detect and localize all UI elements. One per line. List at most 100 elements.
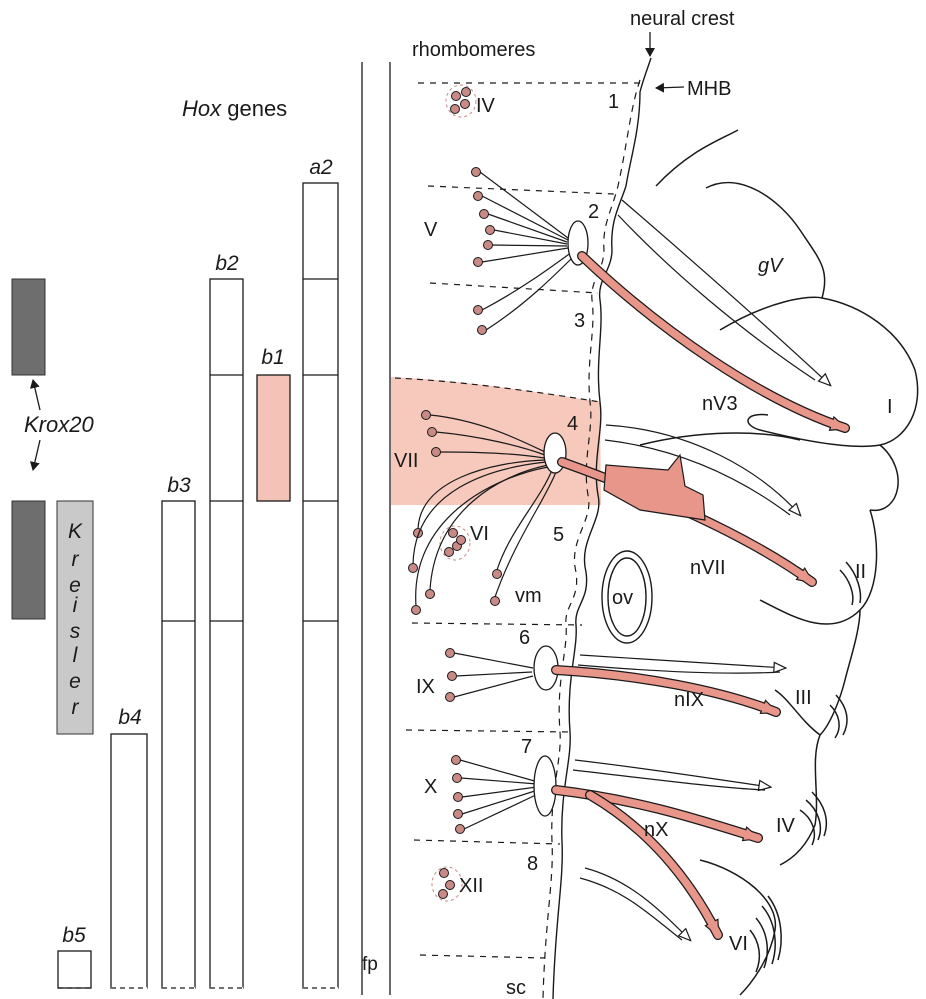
nucleus-label-ix: IX	[416, 676, 435, 698]
gene-label-b2: b2	[215, 252, 239, 275]
neuron-dot	[472, 168, 481, 177]
rhombomere-number-6: 6	[519, 627, 530, 649]
neuron-dot	[428, 428, 437, 437]
krox20-arrow-down	[33, 440, 40, 470]
hox-b4-bar	[111, 734, 147, 988]
neuron-dot	[493, 570, 502, 579]
arch-label-vi: VI	[729, 933, 748, 955]
hox-genes-title: Hox genes	[182, 96, 287, 121]
nerve-nix	[556, 670, 776, 712]
gene-label-b3: b3	[167, 474, 191, 497]
hox-word: Hox	[182, 96, 222, 121]
kreisler-letter: s	[70, 620, 81, 643]
nucleus-label-v: V	[424, 219, 438, 241]
crest-stream	[585, 868, 690, 940]
neuron-dot	[452, 756, 461, 765]
gv-label: gV	[758, 255, 784, 277]
rhombomere-number-5: 5	[553, 524, 564, 546]
vm-label: vm	[515, 585, 542, 607]
nucleus-label-xii: XII	[459, 875, 483, 897]
hox-a2-bar	[303, 183, 338, 988]
hox-b2-bar	[210, 279, 243, 988]
arch-label-ii: II	[855, 561, 866, 583]
crest-stream	[618, 215, 815, 380]
boundary-line	[428, 186, 614, 194]
arch-iv-outline	[780, 735, 820, 865]
nerve-label-nv3: nV3	[702, 393, 738, 415]
axon	[462, 790, 538, 814]
sc-label: sc	[506, 977, 526, 999]
krox20-label: Krox20	[24, 412, 94, 437]
nucleus-label-vii: VII	[394, 450, 418, 472]
rhombomere-number-3: 3	[574, 310, 585, 332]
nerve-nvii	[562, 462, 812, 582]
rhombomere-number-2: 2	[588, 201, 599, 223]
arch-striation	[840, 570, 853, 605]
neuron-dot	[462, 88, 471, 97]
arch-label-iv: IV	[776, 815, 796, 837]
neuron-dot	[474, 192, 483, 201]
axon	[482, 196, 568, 240]
rhombomere-number-1: 1	[608, 91, 619, 113]
nucleus-label-iv: IV	[476, 95, 496, 117]
boundary-line	[414, 840, 560, 844]
neuron-dot	[454, 793, 463, 802]
mhb-label: MHB	[687, 78, 731, 100]
mhb-arrow	[656, 87, 684, 88]
genes-word: genes	[221, 96, 287, 121]
hox-columns	[58, 183, 338, 988]
kreisler-letter: e	[69, 670, 81, 693]
crest-stream	[580, 655, 785, 668]
arch-striation	[806, 800, 820, 840]
rhombomeres-label: rhombomeres	[412, 39, 535, 61]
neuron-dot	[461, 100, 470, 109]
krox20-arrow-up	[33, 380, 40, 410]
hox-b3-bar	[162, 501, 195, 988]
axon	[482, 248, 568, 262]
neuron-dot	[486, 226, 495, 235]
neuron-dot	[452, 92, 461, 101]
neural-crest-label: neural crest	[630, 8, 735, 30]
arch-i-outline	[720, 297, 918, 446]
neuron-dot	[457, 536, 466, 545]
neuron-dot	[409, 564, 418, 573]
axon	[494, 230, 567, 244]
trigeminal-ganglion-outline	[656, 130, 825, 298]
kreisler-letter: r	[72, 696, 80, 719]
neuron-dot	[474, 258, 483, 267]
arch-label-i: I	[887, 396, 893, 418]
neural-tube-outer-wall	[553, 58, 651, 999]
crest-stream	[573, 770, 765, 790]
neuron-dot	[412, 606, 421, 615]
axon	[464, 793, 540, 829]
hox-b5-bar	[58, 951, 91, 988]
nucleus-label-vi: VI	[470, 523, 489, 545]
neuron-dot	[478, 326, 487, 335]
neuron-dot	[451, 105, 460, 114]
arch-striation	[750, 930, 759, 972]
nerve-label-nx: nX	[644, 819, 668, 841]
gene-label-b1: b1	[261, 346, 284, 369]
axon	[492, 245, 567, 246]
neuron-dot	[439, 890, 448, 899]
arch-label-iii: III	[795, 687, 812, 709]
gene-label-b5: b5	[62, 924, 86, 947]
boundary-line	[420, 955, 545, 958]
neuron-dot	[446, 693, 455, 702]
rhombomere-boundaries	[406, 83, 640, 958]
kreisler-bar: K r e i s l e r	[57, 501, 93, 734]
neuron-dot	[426, 590, 435, 599]
neuron-dot	[453, 774, 462, 783]
kreisler-letter: K	[68, 520, 83, 543]
neuron-dot	[480, 210, 489, 219]
crest-stream	[580, 878, 682, 940]
boundary-line	[406, 730, 572, 732]
gene-label-b4: b4	[118, 706, 141, 729]
kreisler-letter: r	[72, 548, 80, 571]
neuron-dot	[432, 448, 441, 457]
arch-striation	[830, 705, 839, 738]
gene-label-a2: a2	[309, 156, 333, 179]
ov-label: ov	[612, 587, 633, 609]
hox-gene-labels: b5 b4 b3 b2 b1 a2	[62, 156, 333, 947]
neuron-dot	[474, 306, 483, 315]
